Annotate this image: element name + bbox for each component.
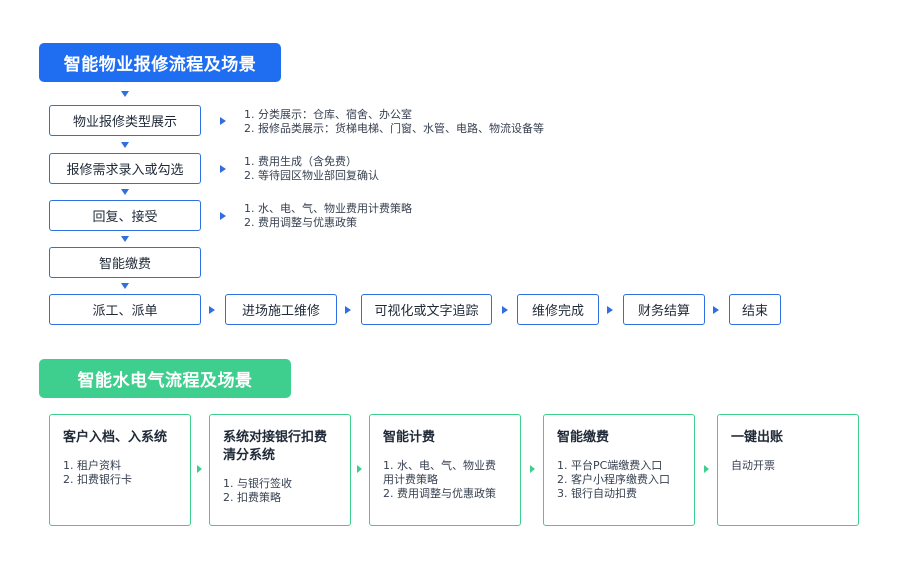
card-items: 1. 平台PC端缴费入口 2. 客户小程序缴费入口 3. 银行自动扣费 bbox=[557, 459, 682, 501]
card-item: 1. 平台PC端缴费入口 bbox=[557, 459, 663, 472]
arrow-down-icon bbox=[121, 283, 129, 289]
arrow-right-icon bbox=[220, 165, 226, 173]
card-smart-billing: 智能计费 1. 水、电、气、物业费 用计费策略 2. 费用调整与优惠政策 bbox=[369, 414, 521, 526]
card-smart-payment: 智能缴费 1. 平台PC端缴费入口 2. 客户小程序缴费入口 3. 银行自动扣费 bbox=[543, 414, 695, 526]
card-title-line: 系统对接银行扣费 bbox=[223, 430, 328, 445]
step-dispatch: 派工、派单 bbox=[49, 294, 201, 325]
card-items: 1. 租户资料 2. 扣费银行卡 bbox=[63, 459, 178, 487]
flow-end: 结束 bbox=[729, 294, 781, 325]
card-items: 1. 与银行签收 2. 扣费策略 bbox=[223, 477, 338, 505]
step-repair-request-entry: 报修需求录入或勾选 bbox=[49, 153, 201, 184]
card-item: 2. 费用调整与优惠政策 bbox=[383, 487, 496, 500]
card-title-line: 一键出账 bbox=[731, 430, 784, 445]
note-line: 2. 报修品类展示：货梯电梯、门窗、水管、电路、物流设备等 bbox=[244, 122, 544, 135]
step-reply-accept: 回复、接受 bbox=[49, 200, 201, 231]
card-bank-integration: 系统对接银行扣费 清分系统 1. 与银行签收 2. 扣费策略 bbox=[209, 414, 351, 526]
arrow-down-icon bbox=[121, 142, 129, 148]
note-line: 1. 费用生成（含免费） bbox=[244, 155, 357, 168]
card-title: 智能计费 bbox=[383, 429, 508, 447]
card-title: 智能缴费 bbox=[557, 429, 682, 447]
arrow-right-icon bbox=[704, 465, 709, 473]
arrow-right-icon bbox=[607, 306, 613, 314]
card-item: 用计费策略 bbox=[383, 473, 438, 486]
step-repair-request-notes: 1. 费用生成（含免费） 2. 等待园区物业部回复确认 bbox=[244, 155, 379, 183]
card-item: 3. 银行自动扣费 bbox=[557, 487, 637, 500]
repair-section-title: 智能物业报修流程及场景 bbox=[39, 43, 281, 82]
flow-onsite-repair: 进场施工维修 bbox=[225, 294, 337, 325]
note-line: 2. 等待园区物业部回复确认 bbox=[244, 169, 379, 182]
arrow-right-icon bbox=[220, 117, 226, 125]
arrow-right-icon bbox=[713, 306, 719, 314]
card-items: 自动开票 bbox=[731, 459, 846, 473]
card-items: 1. 水、电、气、物业费 用计费策略 2. 费用调整与优惠政策 bbox=[383, 459, 508, 501]
card-item: 2. 客户小程序缴费入口 bbox=[557, 473, 670, 486]
utility-section-title: 智能水电气流程及场景 bbox=[39, 359, 291, 398]
arrow-right-icon bbox=[220, 212, 226, 220]
step-smart-payment: 智能缴费 bbox=[49, 247, 201, 278]
arrow-right-icon bbox=[197, 465, 202, 473]
step-repair-type-display: 物业报修类型展示 bbox=[49, 105, 201, 136]
card-title: 一键出账 bbox=[731, 429, 846, 447]
card-title-line: 智能缴费 bbox=[557, 430, 610, 445]
flow-repair-complete: 维修完成 bbox=[517, 294, 599, 325]
arrow-right-icon bbox=[345, 306, 351, 314]
arrow-right-icon bbox=[357, 465, 362, 473]
flow-financial-settlement: 财务结算 bbox=[623, 294, 705, 325]
card-title: 系统对接银行扣费 清分系统 bbox=[223, 429, 338, 465]
card-item: 1. 与银行签收 bbox=[223, 477, 292, 490]
note-line: 1. 分类展示：仓库、宿舍、办公室 bbox=[244, 108, 412, 121]
arrow-down-icon bbox=[121, 189, 129, 195]
flow-tracking: 可视化或文字追踪 bbox=[361, 294, 492, 325]
arrow-right-icon bbox=[530, 465, 535, 473]
card-item: 自动开票 bbox=[731, 459, 775, 472]
card-item: 1. 租户资料 bbox=[63, 459, 121, 472]
note-line: 2. 费用调整与优惠政策 bbox=[244, 216, 357, 229]
card-item: 2. 扣费策略 bbox=[223, 491, 281, 504]
step-repair-type-notes: 1. 分类展示：仓库、宿舍、办公室 2. 报修品类展示：货梯电梯、门窗、水管、电… bbox=[244, 108, 544, 136]
card-title-line: 智能计费 bbox=[383, 430, 436, 445]
card-customer-onboarding: 客户入档、入系统 1. 租户资料 2. 扣费银行卡 bbox=[49, 414, 191, 526]
arrow-right-icon bbox=[502, 306, 508, 314]
card-title: 客户入档、入系统 bbox=[63, 429, 178, 447]
arrow-down-icon bbox=[121, 91, 129, 97]
card-item: 1. 水、电、气、物业费 bbox=[383, 459, 496, 472]
arrow-down-icon bbox=[121, 236, 129, 242]
card-title-line: 客户入档、入系统 bbox=[63, 430, 168, 445]
card-title-line: 清分系统 bbox=[223, 448, 276, 463]
card-item: 2. 扣费银行卡 bbox=[63, 473, 132, 486]
card-one-click-billing: 一键出账 自动开票 bbox=[717, 414, 859, 526]
arrow-right-icon bbox=[209, 306, 215, 314]
note-line: 1. 水、电、气、物业费用计费策略 bbox=[244, 202, 412, 215]
step-reply-accept-notes: 1. 水、电、气、物业费用计费策略 2. 费用调整与优惠政策 bbox=[244, 202, 412, 230]
